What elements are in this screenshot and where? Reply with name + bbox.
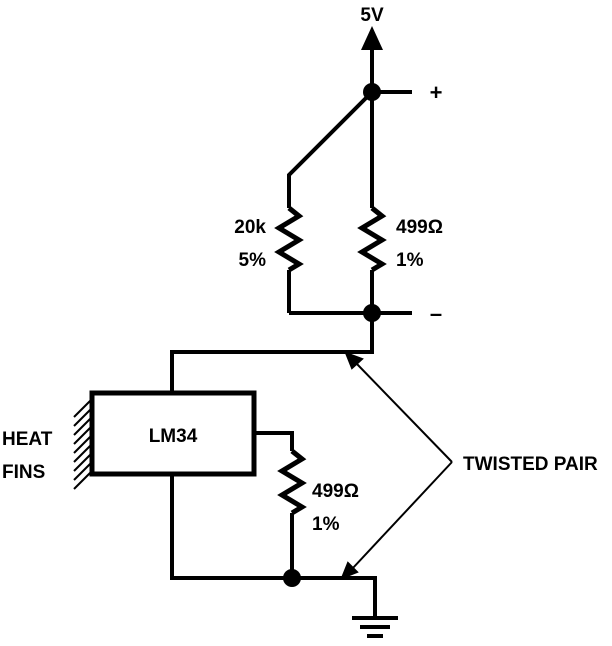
minus-terminal-label: –: [430, 301, 442, 326]
resistor-499-top-tolerance: 1%: [396, 250, 424, 271]
resistor-499-top: [357, 206, 387, 273]
resistor-499-bottom: [277, 449, 307, 516]
ground-junction-dot: [283, 569, 301, 587]
lm34-label: LM34: [149, 426, 198, 447]
twisted-pair-leader-lines: [340, 351, 453, 580]
resistor-20k: [274, 206, 304, 273]
resistor-499-bottom-tolerance: 1%: [312, 514, 340, 535]
resistor-20k-value: 20k: [234, 217, 266, 238]
supply-voltage-label: 5V: [360, 5, 384, 26]
resistor-499-top-value: 499Ω: [396, 217, 443, 238]
minus-junction-dot: [363, 304, 381, 322]
supply-arrow: [361, 26, 383, 92]
heat-fins-label-line2: FINS: [2, 462, 45, 483]
heat-fins-hatching: [73, 398, 93, 490]
resistor-499-bottom-value: 499Ω: [312, 481, 359, 502]
plus-terminal-label: +: [430, 80, 443, 105]
sensor-output-wires: [170, 431, 377, 618]
minus-rail-wires: [170, 311, 412, 393]
resistor-20k-tolerance: 5%: [239, 250, 267, 271]
twisted-pair-label: TWISTED PAIR: [463, 454, 598, 475]
top-rail-wires: [287, 90, 412, 208]
heat-fins-label-line1: HEAT: [2, 429, 53, 450]
ground-symbol: [352, 616, 398, 638]
top-junction-dot: [363, 83, 381, 101]
